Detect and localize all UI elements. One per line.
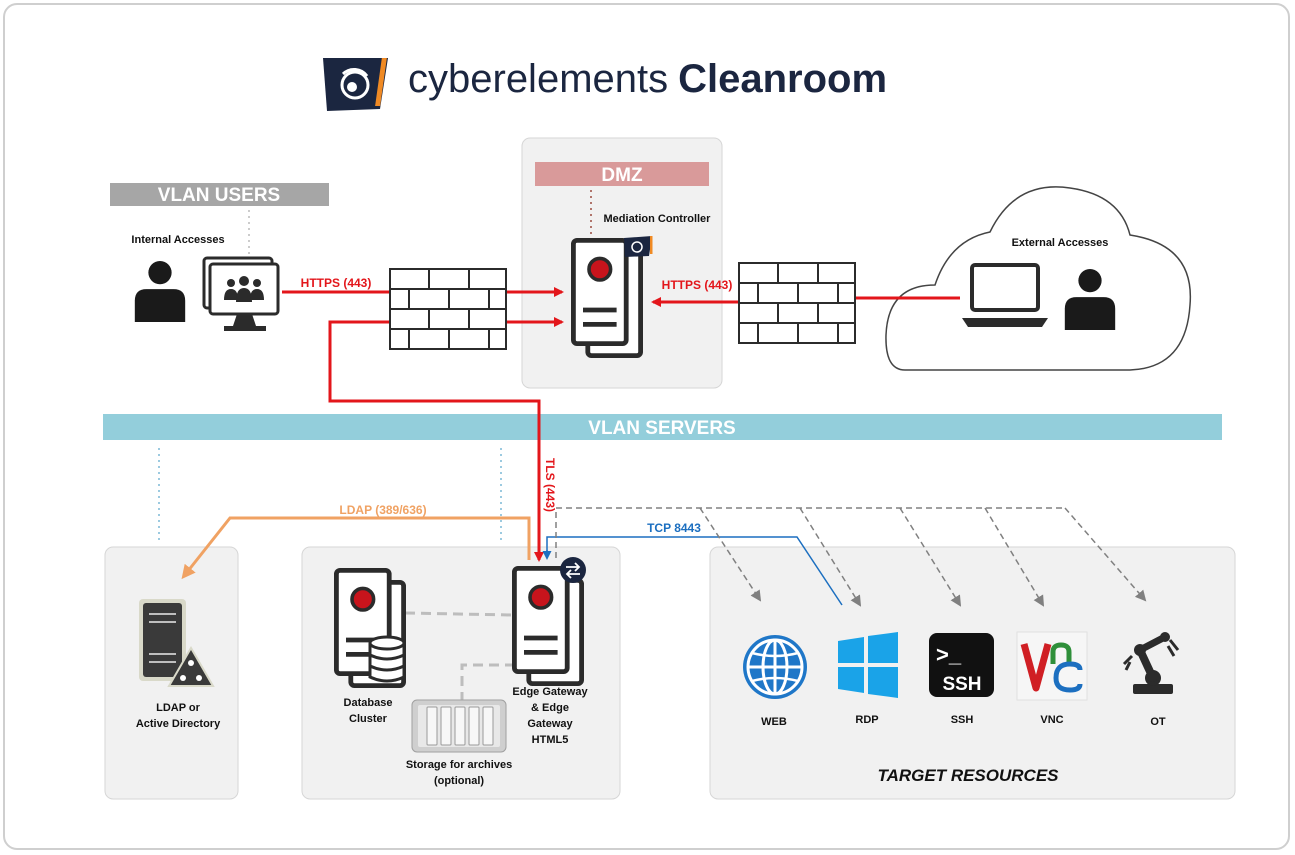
web-dashed-link <box>699 507 762 602</box>
internal-accesses-label: Internal Accesses <box>131 234 224 246</box>
ldap-server-icon <box>139 599 215 687</box>
ssh-terminal-icon: >_ SSH <box>929 633 994 697</box>
external-firewall-icon <box>738 262 856 344</box>
rdp-label: RDP <box>855 714 878 726</box>
brand-name-bold: Cleanroom <box>678 57 887 101</box>
https-external-label: HTTPS (443) <box>662 278 733 292</box>
storage-nas-icon <box>411 699 507 753</box>
tls-route-link <box>328 320 544 562</box>
web-label: WEB <box>761 716 787 728</box>
web-globe-icon <box>743 635 807 699</box>
dmz-label: DMZ <box>601 165 643 186</box>
mediation-controller-server-icon <box>573 240 640 355</box>
svg-text:SSH: SSH <box>942 674 981 695</box>
edge-label-line3: Gateway <box>527 718 573 730</box>
storage-gateway-link <box>460 663 512 702</box>
mediation-logo-badge-icon <box>624 236 653 257</box>
database-cylinder-icon <box>368 635 406 683</box>
ldap-label-line1: LDAP or <box>156 702 201 714</box>
database-gateway-link <box>404 611 513 617</box>
brand-logo-icon <box>323 58 388 111</box>
database-label-line1: Database <box>344 697 393 709</box>
mediation-controller-label: Mediation Controller <box>604 213 712 225</box>
vlan-users-bar <box>110 183 329 206</box>
edge-label-line4: HTML5 <box>532 734 569 746</box>
ot-label: OT <box>1150 716 1166 728</box>
edge-label-line2: & Edge <box>531 702 569 714</box>
dmz-bar <box>535 162 709 186</box>
svg-text:>_: >_ <box>936 642 962 667</box>
edge-gateway-server-icon <box>514 568 581 683</box>
ldap-connection-label: LDAP (389/636) <box>339 503 426 517</box>
ot-robot-arm-icon <box>1122 632 1180 694</box>
https-internal-label: HTTPS (443) <box>301 276 372 290</box>
vlan-servers-bar <box>103 414 1222 440</box>
edge-label-line1: Edge Gateway <box>512 686 588 698</box>
swap-arrows-badge-icon <box>560 557 586 583</box>
laptop-icon <box>962 263 1048 327</box>
vlan-users-label: VLAN USERS <box>158 185 280 206</box>
storage-label-line1: Storage for archives <box>406 759 512 771</box>
tcp-connection-label: TCP 8443 <box>647 521 701 535</box>
internal-workstation-icon <box>202 256 280 331</box>
external-accesses-label: External Accesses <box>1012 237 1109 249</box>
target-resources-label: TARGET RESOURCES <box>877 766 1059 785</box>
brand-name-light: cyberelements <box>408 57 668 101</box>
tcp-link <box>546 536 843 606</box>
vnc-label: VNC <box>1040 714 1063 726</box>
storage-label-line2: (optional) <box>434 775 484 787</box>
ssh-dashed-link <box>899 507 962 607</box>
ssh-label: SSH <box>951 714 974 726</box>
vlan-servers-label: VLAN SERVERS <box>588 418 735 439</box>
vnc-dashed-link <box>984 507 1045 607</box>
tls-label: TLS (443) <box>543 458 557 512</box>
vnc-logo-icon <box>1016 631 1088 701</box>
internal-firewall-icon <box>389 268 507 350</box>
database-label-line2: Cluster <box>349 713 388 725</box>
ot-dashed-link <box>1064 507 1147 602</box>
internal-user-icon <box>134 260 186 322</box>
rdp-dashed-link <box>799 507 862 607</box>
ldap-label-line2: Active Directory <box>136 718 221 730</box>
rdp-windows-icon <box>838 632 898 698</box>
ldap-link <box>181 516 531 580</box>
